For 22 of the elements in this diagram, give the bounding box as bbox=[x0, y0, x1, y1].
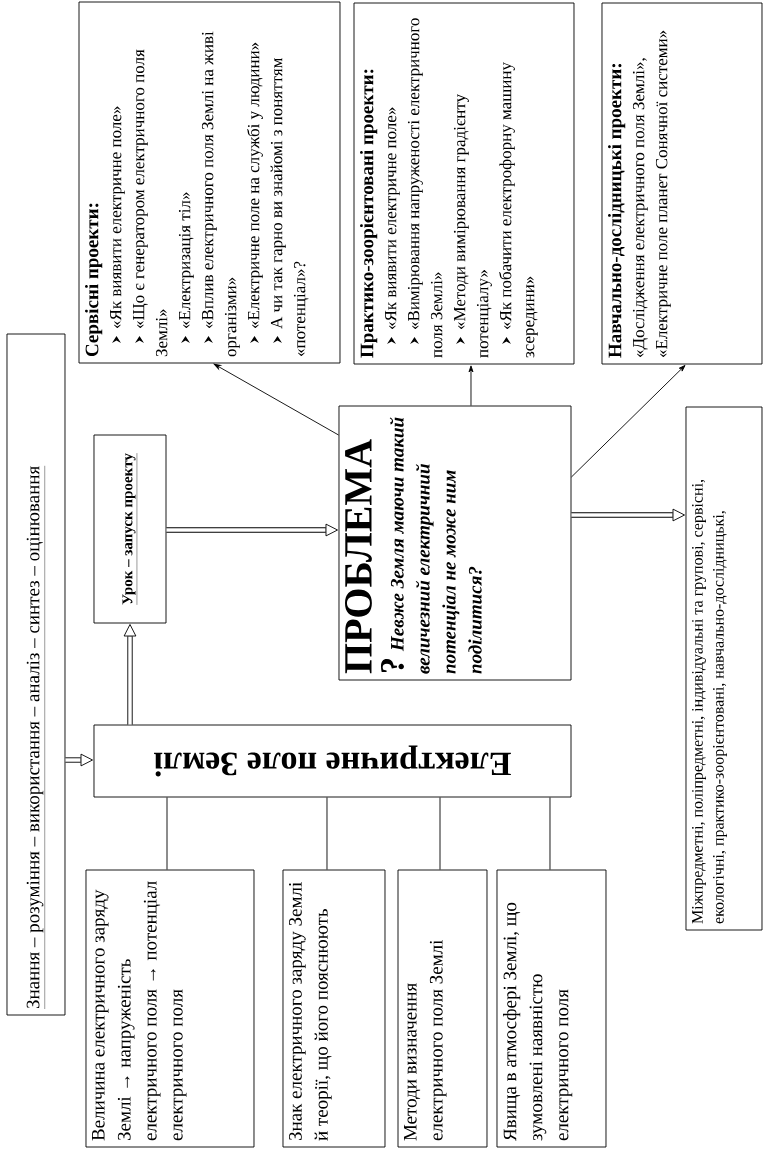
arrow bbox=[468, 365, 474, 406]
topic-box: Електричне поле Землі bbox=[93, 724, 572, 798]
project-list-box: Сервісні проекти: «Як виявити електричне поле» «Що є генератором електричного поля Землі» «Електризація тіл» «Вплив електричного поля Землі на живі організми» «Електричне поле на службі у людини» А чи так гарно ви знайомі з поняттям «потенціал»? bbox=[78, 1, 341, 364]
connector-line bbox=[549, 797, 551, 870]
connector-line bbox=[439, 797, 441, 870]
subtopic-box: Методи визначення електричного поля Землі bbox=[397, 869, 488, 1148]
lesson-box: Урок – запуск проекту bbox=[93, 434, 167, 624]
subtopic-box: Знак електричного заряду Землі й теорії, що його пояснюють bbox=[282, 869, 386, 1148]
arrow bbox=[213, 363, 339, 436]
project-types-box: Міжпредметні, поліпредметні, індивідуальні та групові, сервісні, екологічні, практико-зоорієнтовані, навчально-дослідницькі, bbox=[685, 406, 763, 931]
project-list-box: Практико-зоорієнтовані проекти: «Як виявити електричне поле» «Вимірювання напруженості електричного поля Землі» «Методи вимірювання градієнту потенціалу» «Як побачити електрофорну машину зсередини» bbox=[353, 2, 575, 365]
connector-line bbox=[326, 797, 328, 870]
arrow bbox=[571, 365, 686, 478]
project-list-box: Навчально-дослідницькі проекти: «Дослідження електричного поля Землі», «Електричне поле планет Сонячної системи» bbox=[601, 2, 763, 365]
subtopic-box: Величина електричного заряду Землі → напруженість електричного поля → потенціал електричного поля bbox=[85, 869, 255, 1148]
subtopic-box: Явища в атмосфері Землі, що зумовлені наявністю електричного поля bbox=[496, 869, 607, 1148]
stages-box: Знання – розуміння – використання – аналіз – синтез – оцінювання bbox=[6, 333, 66, 1016]
connector-line bbox=[166, 797, 168, 870]
arrow bbox=[65, 753, 93, 767]
arrow bbox=[571, 508, 685, 522]
arrow bbox=[166, 523, 338, 537]
arrow bbox=[123, 624, 137, 725]
